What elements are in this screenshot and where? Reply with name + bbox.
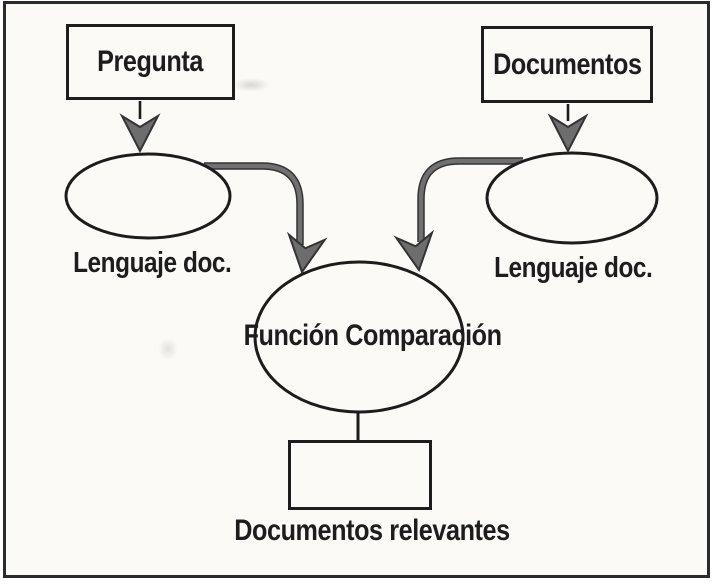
ellipse-lenguaje-left [64,152,232,240]
label-documentos-relevantes-text: Documentos relevantes [234,514,510,547]
node-pregunta: Pregunta [66,24,235,100]
label-lenguaje-doc-right-text: Lenguaje doc. [494,252,653,284]
node-documentos-label: Documentos [492,47,642,81]
connector-left-to-center [204,162,304,245]
arrowhead-documentos [547,113,589,154]
label-documentos-relevantes: Documentos relevantes [208,514,510,548]
label-funcion-comparacion-text: Función Comparación [243,319,502,352]
label-funcion-comparacion: Función Comparación [219,319,502,353]
node-documentos: Documentos [481,26,653,103]
arrowhead-right-connector [393,229,435,273]
label-lenguaje-doc-right: Lenguaje doc. [479,252,659,285]
node-pregunta-label: Pregunta [97,45,204,78]
arrowhead-left-connector [286,231,328,275]
ellipse-lenguaje-right [485,151,659,245]
label-lenguaje-doc-left-text: Lenguaje doc. [73,247,232,279]
connector-right-to-center [417,157,523,242]
label-lenguaje-doc-left: Lenguaje doc. [58,247,238,280]
node-result-box [288,440,432,510]
arrowhead-pregunta [119,113,161,154]
